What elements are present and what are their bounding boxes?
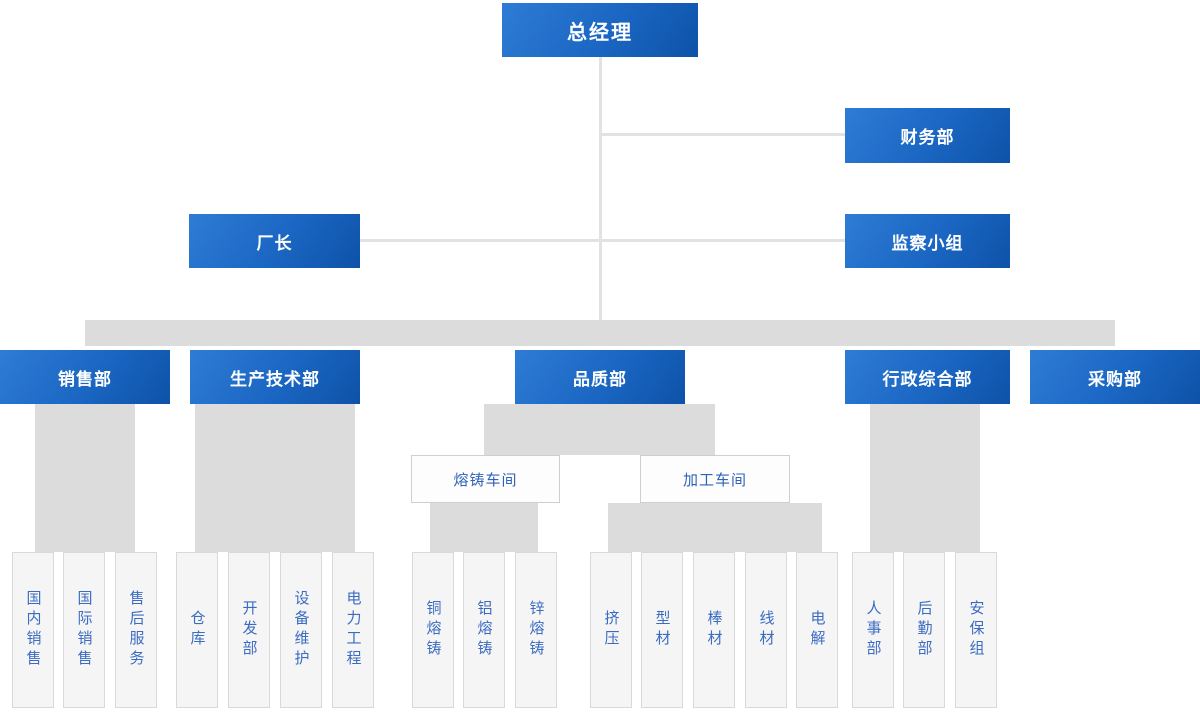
- org-node-aluminum-casting: 铝熔铸: [463, 552, 505, 712]
- connector-admin: [870, 404, 980, 552]
- node-label: 售后服务: [127, 590, 145, 670]
- org-node-electrolysis: 电解: [796, 552, 838, 712]
- org-node-domestic-sales: 国内销售: [12, 552, 54, 712]
- node-label: 线材: [757, 610, 775, 650]
- node-dept-purchasing: 采购部: [1030, 350, 1200, 409]
- node-label: 国际销售: [75, 590, 93, 670]
- org-node-development-dept: 开发部: [228, 552, 270, 712]
- org-node-power-engineering: 电力工程: [332, 552, 374, 712]
- connector-production: [195, 404, 355, 552]
- node-finance-dept: 财务部: [845, 108, 1010, 168]
- node-dept-quality: 品质部: [515, 350, 685, 409]
- connector-casting: [430, 503, 538, 552]
- org-node-extrusion: 挤压: [590, 552, 632, 712]
- node-dept-sales: 销售部: [0, 350, 170, 409]
- node-label: 人事部: [864, 600, 882, 660]
- node-label: 设备维护: [292, 590, 310, 670]
- node-label: 仓库: [188, 610, 206, 650]
- node-dept-production-tech: 生产技术部: [190, 350, 360, 409]
- node-factory-director: 厂长: [189, 214, 360, 273]
- node-label: 监察小组: [891, 233, 964, 253]
- node-label: 品质部: [573, 369, 627, 389]
- connector-main-bar: [85, 320, 1115, 346]
- node-dept-admin: 行政综合部: [845, 350, 1010, 409]
- connector-finance-line: [600, 133, 845, 136]
- org-node-wire-material: 线材: [745, 552, 787, 712]
- node-label: 行政综合部: [882, 369, 973, 389]
- node-label: 总经理: [567, 21, 633, 44]
- org-node-logistics-dept: 后勤部: [903, 552, 945, 712]
- org-node-profiles: 型材: [641, 552, 683, 712]
- connector-director-supervision-line: [360, 239, 845, 242]
- node-label: 销售部: [58, 369, 112, 389]
- node-label: 熔铸车间: [453, 471, 518, 489]
- node-label: 电力工程: [344, 590, 362, 670]
- org-node-bar-material: 棒材: [693, 552, 735, 712]
- node-workshop-casting: 熔铸车间: [411, 455, 560, 508]
- org-node-security-team: 安保组: [955, 552, 997, 712]
- org-node-zinc-casting: 锌熔铸: [515, 552, 557, 712]
- node-label: 生产技术部: [230, 369, 320, 389]
- node-label: 型材: [653, 610, 671, 650]
- node-label: 铝熔铸: [475, 600, 493, 660]
- node-label: 国内销售: [24, 590, 42, 670]
- connector-processing: [608, 503, 822, 552]
- org-node-equipment-maintenance: 设备维护: [280, 552, 322, 712]
- connector-sales: [35, 404, 135, 552]
- node-general-manager: 总经理: [502, 3, 698, 62]
- node-label: 铜熔铸: [424, 600, 442, 660]
- node-label: 财务部: [900, 128, 955, 147]
- node-label: 后勤部: [915, 600, 933, 660]
- org-node-after-sales-service: 售后服务: [115, 552, 157, 712]
- node-label: 加工车间: [682, 471, 747, 489]
- node-label: 开发部: [240, 600, 258, 660]
- connector-trunk-line: [599, 57, 602, 320]
- node-label: 挤压: [602, 610, 620, 650]
- node-label: 厂长: [256, 233, 293, 253]
- org-node-international-sales: 国际销售: [63, 552, 105, 712]
- node-workshop-processing: 加工车间: [640, 455, 790, 508]
- org-node-copper-casting: 铜熔铸: [412, 552, 454, 712]
- node-label: 安保组: [967, 600, 985, 660]
- org-node-warehouse: 仓库: [176, 552, 218, 712]
- node-label: 电解: [808, 610, 826, 650]
- node-label: 锌熔铸: [527, 600, 545, 660]
- connector-quality: [484, 404, 715, 455]
- node-label: 棒材: [705, 610, 723, 650]
- node-label: 采购部: [1088, 369, 1142, 389]
- org-node-hr-dept: 人事部: [852, 552, 894, 712]
- node-supervision-team: 监察小组: [845, 214, 1010, 273]
